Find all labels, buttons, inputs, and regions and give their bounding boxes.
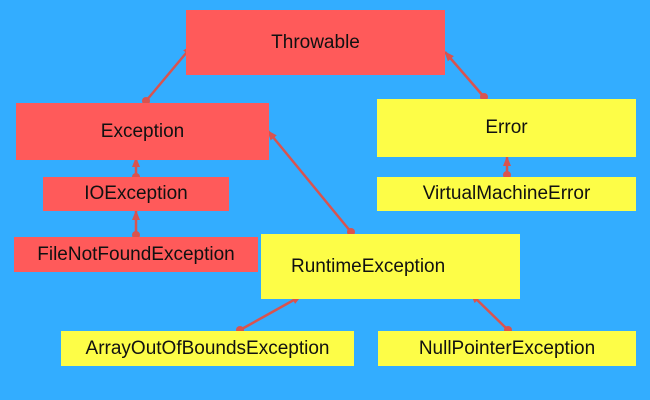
node-throwable: Throwable [186, 10, 445, 75]
node-arrayoutofboundsexception: ArrayOutOfBoundsException [61, 331, 354, 366]
edge-runtimeexception-to-exception [267, 130, 352, 233]
node-filenotfoundexception: FileNotFoundException [14, 237, 258, 272]
node-runtimeexception: RuntimeException [261, 234, 520, 299]
node-error: Error [377, 99, 636, 157]
edge-arrayoutofboundsexception-to-runtimeexception [239, 294, 302, 332]
node-ioexception: IOException [43, 177, 229, 211]
node-nullpointerexception: NullPointerException [378, 331, 636, 366]
edge-nullpointerexception-to-runtimeexception [470, 293, 509, 331]
edge-exception-to-throwable [145, 45, 193, 102]
node-virtualmachineerror: VirtualMachineError [377, 177, 636, 211]
edge-error-to-throwable [444, 51, 485, 98]
node-exception: Exception [16, 103, 269, 160]
